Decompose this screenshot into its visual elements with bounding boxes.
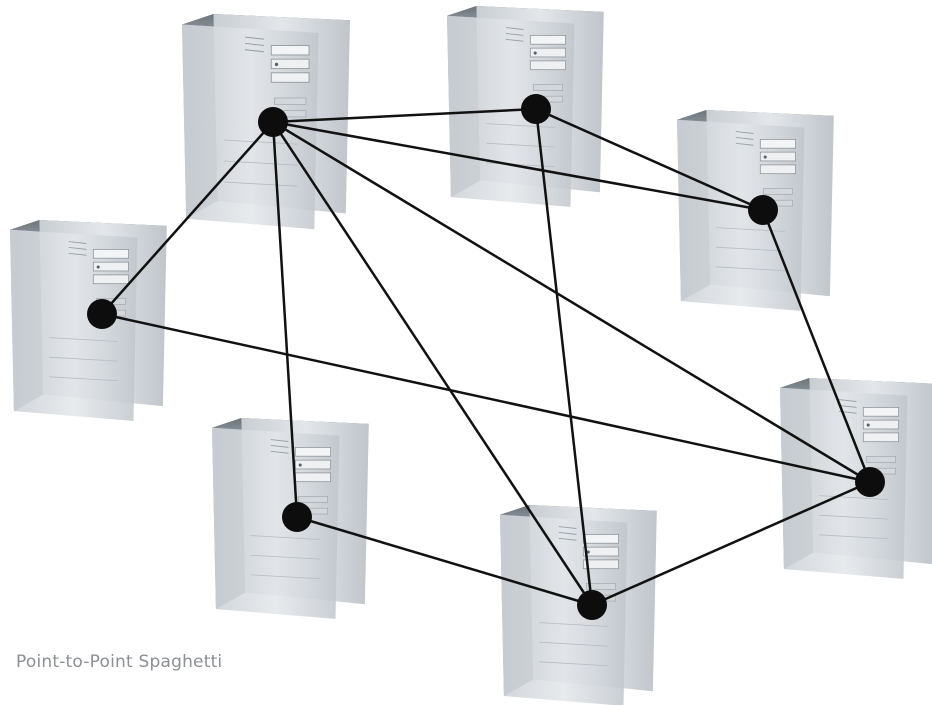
- connection-line-left-to-right-lower: [101, 312, 871, 484]
- connection-line-top-left-to-right-upper: [272, 120, 764, 212]
- connection-line-top-left-to-bottom-left: [271, 121, 299, 518]
- connection-point-right-lower: [855, 467, 885, 497]
- connection-point-bottom-left: [282, 502, 312, 532]
- connection-line-top-center-to-bottom-center: [534, 108, 594, 606]
- connection-line-top-left-to-right-lower: [272, 120, 871, 484]
- connection-point-bottom-center: [577, 590, 607, 620]
- connection-line-top-left-to-left: [101, 121, 274, 315]
- connection-line-top-left-to-bottom-center: [271, 121, 594, 606]
- connection-line-bottom-center-to-right-lower: [591, 480, 871, 607]
- connections-layer: [101, 107, 872, 607]
- computer-tower-icon: [9, 219, 168, 422]
- diagram-caption: Point-to-Point Spaghetti: [16, 652, 223, 672]
- connection-point-top-center: [521, 94, 551, 124]
- connection-line-bottom-left-to-bottom-center: [296, 515, 593, 607]
- connection-point-left: [87, 299, 117, 329]
- computers-layer: [9, 5, 932, 705]
- connection-point-right-upper: [748, 195, 778, 225]
- connection-points-layer: [87, 94, 885, 620]
- connection-line-right-upper-to-right-lower: [761, 209, 872, 483]
- connection-line-top-left-to-top-center: [272, 107, 537, 124]
- connection-line-top-center-to-right-upper: [535, 107, 764, 212]
- connection-point-top-left: [258, 107, 288, 137]
